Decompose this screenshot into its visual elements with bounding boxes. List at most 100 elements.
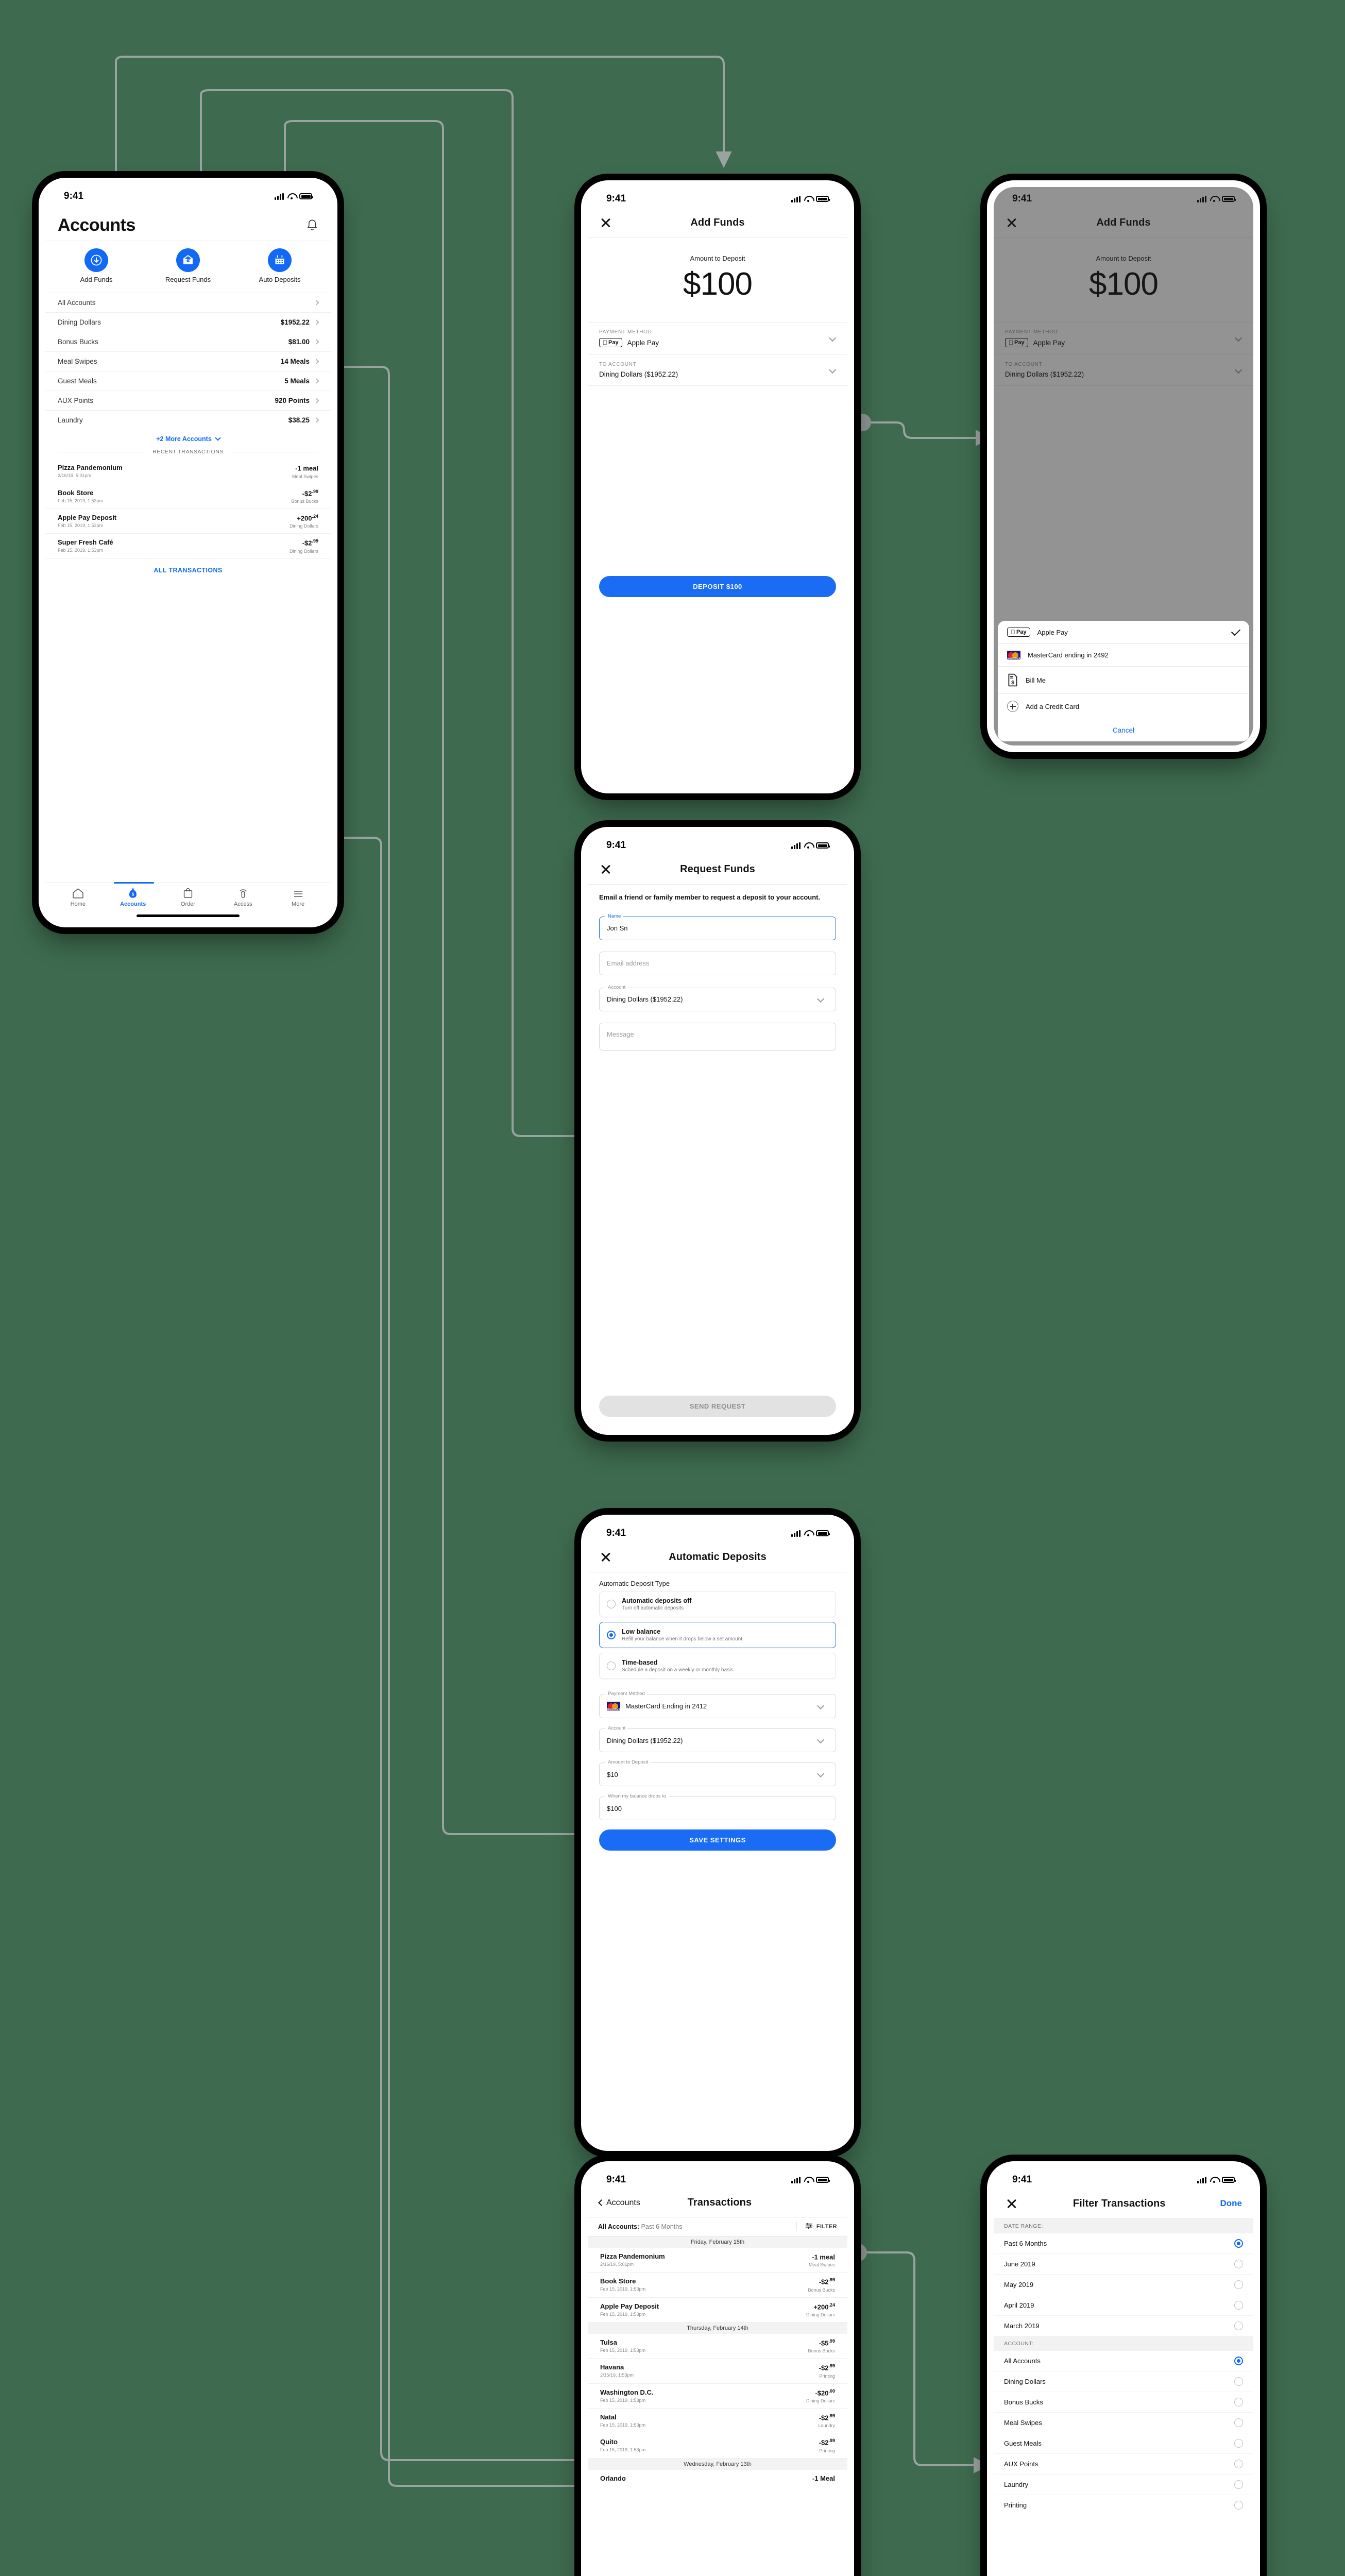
- filter-option-date-range[interactable]: June 2019: [994, 2254, 1253, 2275]
- back-to-accounts-link[interactable]: Accounts: [598, 2198, 640, 2208]
- filter-option-date-range[interactable]: Past 6 Months: [994, 2233, 1253, 2254]
- transaction-amount-cents: .99: [828, 2363, 835, 2369]
- close-icon[interactable]: [599, 862, 612, 876]
- page-title: Add Funds: [690, 216, 745, 228]
- transaction-row[interactable]: Super Fresh Café Feb 15, 2019, 1:53pm -$…: [45, 534, 331, 559]
- send-request-button[interactable]: SEND REQUEST: [599, 1396, 836, 1417]
- add-funds-screen: 9:41 Add Funds Amount to Deposit $100 PA…: [588, 187, 847, 787]
- filter-option-account[interactable]: Meal Swipes: [994, 2413, 1253, 2433]
- cancel-button[interactable]: Cancel: [1112, 726, 1135, 734]
- day-header: Wednesday, February 13th: [588, 2458, 847, 2470]
- tab-access[interactable]: Access: [215, 888, 270, 907]
- status-bar: 9:41: [588, 2168, 847, 2192]
- close-icon[interactable]: [599, 216, 612, 229]
- tab-more[interactable]: More: [270, 888, 326, 907]
- to-account-field[interactable]: TO ACCOUNT Dining Dollars ($1952.22): [994, 355, 1253, 386]
- email-field[interactable]: Email address: [599, 951, 836, 975]
- filter-option-account[interactable]: All Accounts: [994, 2351, 1253, 2371]
- quick-action-add-funds[interactable]: Add Funds: [51, 248, 142, 283]
- tab-accounts[interactable]: $ Accounts: [106, 888, 161, 907]
- filter-option-account[interactable]: Guest Meals: [994, 2433, 1253, 2454]
- filter-button[interactable]: FILTER: [796, 2222, 837, 2231]
- transaction-row[interactable]: Pizza Pandemonium 2/16/19, 5:01pm -1 mea…: [45, 459, 331, 484]
- filter-scope-range: Past 6 Months: [639, 2223, 683, 2230]
- transaction-name: Quito: [600, 2438, 618, 2446]
- save-settings-button[interactable]: SAVE SETTINGS: [599, 1829, 836, 1851]
- transaction-amount: -$2: [819, 2414, 829, 2422]
- account-row-all[interactable]: All Accounts: [45, 293, 331, 313]
- deposit-type-off[interactable]: Automatic deposits off Turn off automati…: [599, 1591, 836, 1617]
- payment-method-field[interactable]: PAYMENT METHOD Pay Apple Pay: [994, 323, 1253, 355]
- deposit-button[interactable]: DEPOSIT $100: [599, 575, 836, 597]
- close-icon[interactable]: [599, 1550, 612, 1564]
- transaction-row[interactable]: Washington D.C.Feb 15, 2019, 1:53pm -$20…: [588, 2384, 847, 2409]
- transaction-row[interactable]: Orlando -1 Meal: [588, 2470, 847, 2487]
- to-account-field[interactable]: TO ACCOUNT Dining Dollars ($1952.22): [588, 355, 847, 386]
- transaction-account: Dining Dollars: [289, 548, 318, 554]
- filter-option-label: April 2019: [1004, 2301, 1034, 2309]
- account-select[interactable]: Account Dining Dollars ($1952.22): [599, 1725, 836, 1752]
- all-transactions-link[interactable]: ALL TRANSACTIONS: [154, 566, 223, 574]
- account-row[interactable]: Dining Dollars $1952.22: [45, 313, 331, 333]
- close-icon[interactable]: [1005, 2197, 1018, 2210]
- quick-action-request-funds[interactable]: Request Funds: [143, 248, 233, 283]
- filter-option-date-range[interactable]: March 2019: [994, 2316, 1253, 2336]
- transaction-amount-cents: .99: [828, 2438, 835, 2444]
- deposit-type-time-based[interactable]: Time-based Schedule a deposit on a weekl…: [599, 1653, 836, 1679]
- nav-bar: Accounts Transactions: [588, 2192, 847, 2217]
- payment-method-field[interactable]: PAYMENT METHOD Pay Apple Pay: [588, 323, 847, 355]
- tab-order[interactable]: Order: [161, 888, 216, 907]
- filter-option-account[interactable]: Laundry: [994, 2475, 1253, 2495]
- transaction-row[interactable]: Book Store Feb 15, 2019, 1:53pm -$2.99 B…: [45, 484, 331, 509]
- sheet-option-mastercard[interactable]: MasterCard MasterCard ending in 2492: [998, 644, 1249, 667]
- amount-select[interactable]: Amount to Deposit $10: [599, 1759, 836, 1786]
- deposit-type-low-balance[interactable]: Low balance Refill your balance when it …: [599, 1622, 836, 1648]
- account-row[interactable]: Bonus Bucks $81.00: [45, 332, 331, 352]
- filter-option-date-range[interactable]: May 2019: [994, 2275, 1253, 2295]
- wifi-icon: [804, 196, 812, 202]
- payment-method-action-sheet: Pay Apple Pay MasterCard MasterCard end…: [998, 621, 1249, 741]
- sheet-option-add-credit-card[interactable]: Add a Credit Card: [998, 694, 1249, 719]
- filter-option-account[interactable]: Dining Dollars: [994, 2371, 1253, 2392]
- message-field[interactable]: Message: [599, 1022, 836, 1050]
- transaction-row[interactable]: Apple Pay Deposit Feb 15, 2019, 1:53pm +…: [45, 509, 331, 534]
- sheet-option-bill-me[interactable]: $ Bill Me: [998, 667, 1249, 694]
- request-funds-description: Email a friend or family member to reque…: [599, 893, 821, 901]
- radio-icon: [1234, 2377, 1243, 2386]
- filter-bar: All Accounts: Past 6 Months FILTER: [588, 2217, 847, 2236]
- quick-action-label: Request Funds: [165, 276, 211, 283]
- done-button[interactable]: Done: [1220, 2198, 1242, 2208]
- filter-option-date-range[interactable]: April 2019: [994, 2295, 1253, 2316]
- message-field-placeholder: Message: [607, 1030, 634, 1038]
- account-row[interactable]: AUX Points 920 Points: [45, 391, 331, 411]
- notification-bell-icon[interactable]: [306, 219, 318, 232]
- account-row[interactable]: Meal Swipes 14 Meals: [45, 352, 331, 372]
- radio-icon: [607, 1631, 616, 1639]
- chevron-down-icon: [215, 435, 221, 441]
- tab-home[interactable]: Home: [50, 888, 106, 907]
- transaction-date: Feb 15, 2019, 1:53pm: [58, 498, 104, 503]
- svg-text:$: $: [1011, 680, 1014, 686]
- sheet-option-apple-pay[interactable]: Pay Apple Pay: [998, 621, 1249, 644]
- tab-active-indicator: [113, 882, 154, 884]
- filter-option-account[interactable]: AUX Points: [994, 2454, 1253, 2475]
- filter-option-account[interactable]: Bonus Bucks: [994, 2392, 1253, 2413]
- account-row[interactable]: Guest Meals 5 Meals: [45, 371, 331, 392]
- quick-action-auto-deposits[interactable]: Auto Deposits: [234, 248, 325, 283]
- deposit-type-subtitle: Turn off automatic deposits: [622, 1605, 684, 1611]
- filter-option-account[interactable]: Printing: [994, 2495, 1253, 2515]
- threshold-field[interactable]: When my balance drops to $100: [599, 1793, 836, 1820]
- account-row[interactable]: Laundry $38.25: [45, 411, 331, 430]
- more-accounts-toggle[interactable]: +2 More Accounts: [45, 430, 331, 448]
- account-select[interactable]: Account Dining Dollars ($1952.22): [599, 984, 836, 1011]
- amount-value[interactable]: $100: [683, 266, 753, 302]
- name-field[interactable]: Name Jon Sn: [599, 913, 836, 940]
- payment-method-select[interactable]: Payment Method MasterCard MasterCard End…: [599, 1691, 836, 1718]
